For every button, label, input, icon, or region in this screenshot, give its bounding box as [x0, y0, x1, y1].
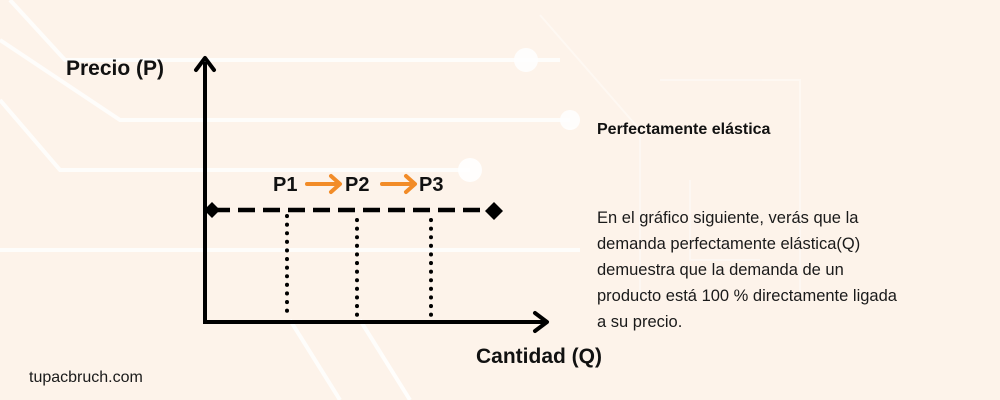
description-line: demanda perfectamente elástica(Q)	[597, 235, 861, 253]
demand-line-dashed	[204, 202, 503, 220]
orange-arrow-p1-p2	[305, 174, 342, 194]
description-line: demuestra que la demanda de un	[597, 261, 844, 279]
point-label-p3: P3	[419, 174, 444, 196]
panel-title: Perfectamente elástica	[597, 121, 771, 138]
x-axis	[203, 311, 549, 333]
x-axis-label: Cantidad (Q)	[476, 345, 602, 368]
description-line: a su precio.	[597, 313, 683, 331]
vertical-dotted-guides	[285, 214, 433, 320]
panel-description: En el gráfico siguiente, verás que la de…	[597, 205, 977, 335]
description-line: producto está 100 % directamente ligada	[597, 287, 897, 305]
point-label-p2: P2	[345, 174, 370, 196]
diamond-marker-right	[485, 202, 503, 220]
y-axis	[194, 56, 216, 322]
orange-arrow-p2-p3	[380, 174, 417, 194]
description-line: En el gráfico siguiente, verás que la	[597, 209, 859, 227]
y-axis-label: Precio (P)	[66, 57, 165, 80]
point-label-p1: P1	[273, 174, 298, 196]
site-watermark: tupacbruch.com	[29, 369, 143, 386]
diamond-marker-left	[204, 202, 220, 218]
